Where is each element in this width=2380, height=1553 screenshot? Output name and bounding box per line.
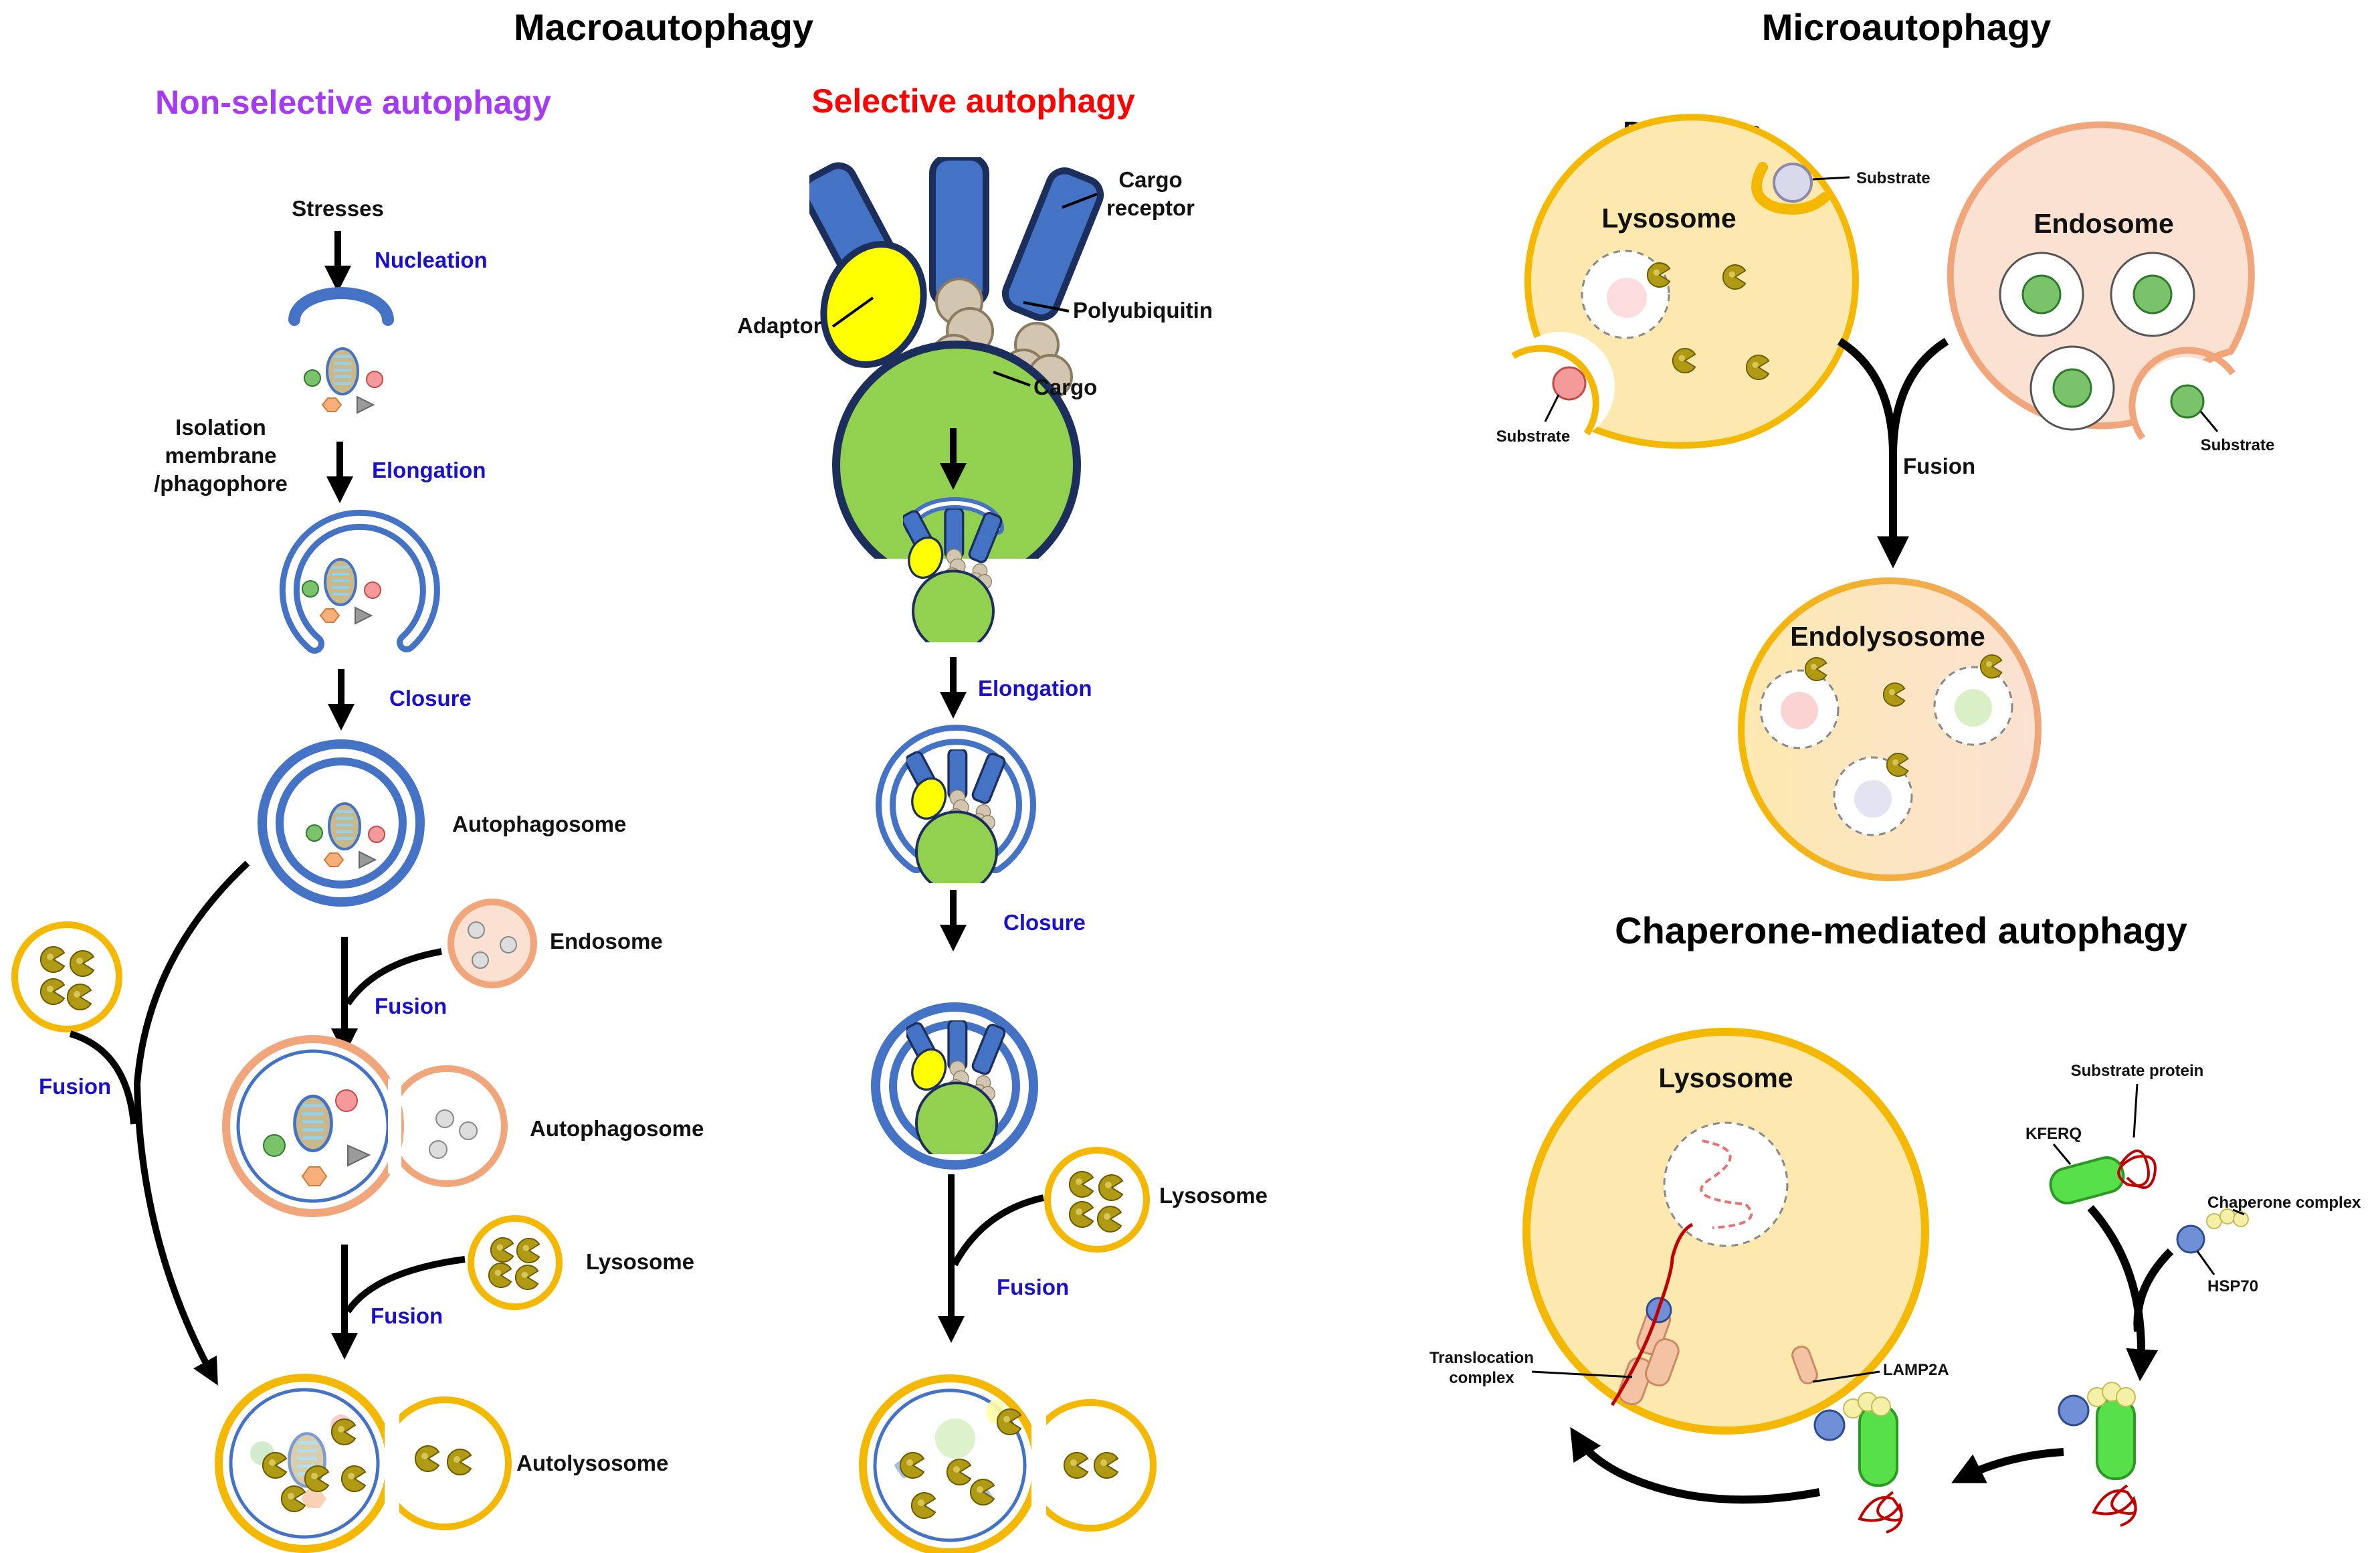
isolation-label-2: membrane [165, 443, 277, 468]
hsp70-label: HSP70 [2207, 1277, 2258, 1295]
cargo-receptor-label-1: Cargo [1118, 167, 1182, 192]
micro-fusion-label: Fusion [1903, 454, 1975, 478]
endosome-invaginated-substrate [2170, 384, 2205, 419]
selective-elongation-label: Elongation [978, 676, 1092, 701]
autolysosome-label: Autolysosome [516, 1451, 668, 1475]
autophagosome-label: Autophagosome [452, 812, 626, 836]
chaperone-binding-arrow [2087, 1205, 2159, 1382]
side-lysosome [11, 921, 122, 1032]
closure-label: Closure [389, 686, 472, 711]
cma-section: Lysosome Translocation complex LAMP2A Su… [1429, 1028, 2361, 1534]
endosome [448, 899, 537, 988]
nucleation-label: Nucleation [375, 248, 488, 272]
bound-kferq-protein [1858, 1404, 1898, 1487]
hsp70 [2176, 1224, 2205, 1254]
phagophore-membrane [288, 287, 394, 326]
amphisome-label: Autophagosome [530, 1116, 704, 1141]
chaperone-substrate-complex [2096, 1397, 2136, 1480]
lysosome-protrusion [1751, 162, 1830, 215]
micro-lysosome-label: Lysosome [1601, 203, 1736, 234]
side-fusion-label: Fusion [39, 1074, 111, 1099]
autolysosome-lysosome-part [378, 1396, 512, 1530]
macroautophagy-title: Macroautophagy [514, 6, 813, 48]
cytoplasmic-cargo [304, 349, 383, 413]
elongating-membrane [285, 515, 434, 648]
direct-fusion-arrow [133, 860, 250, 1386]
elongation-label: Elongation [372, 458, 486, 482]
chaperone-complex-label: Chaperone complex [2207, 1194, 2361, 1212]
complex-to-lamp2a-arrow [1951, 1448, 2064, 1483]
selective-elongating-membrane [882, 731, 1030, 867]
lysosome-selective [1044, 1147, 1150, 1253]
selective-title: Selective autophagy [811, 82, 1135, 120]
lamp2a-label: LAMP2A [1883, 1361, 1949, 1379]
nonselective-pathway: Stresses Nucleation Isolation membrane /… [11, 196, 704, 1553]
isolation-label-3: /phagophore [154, 471, 288, 496]
engulfed-cargo [302, 559, 381, 624]
micro-fusion-arrow [1837, 337, 1949, 542]
endosome-fusion-arrow [341, 937, 442, 1044]
lysosome-label-selective: Lysosome [1159, 1183, 1268, 1208]
degraded-substrate [1700, 1139, 1753, 1229]
micro-lysosome [1524, 114, 1859, 449]
endosome-fusion-label: Fusion [375, 994, 447, 1018]
endolysosome-label: Endolysosome [1790, 621, 1985, 652]
translocation-arrow [1570, 1427, 1821, 1504]
cma-lysosome-label: Lysosome [1658, 1063, 1793, 1093]
cargo-receptor-label-2: receptor [1106, 195, 1195, 220]
kferq-protein [2049, 1156, 2125, 1204]
lamp2a-receptor [1791, 1346, 1818, 1384]
translocation-label-1: Translocation [1429, 1349, 1534, 1367]
microautophagy-title: Microautophagy [1762, 6, 2051, 48]
polyubiquitin-label: Polyubiquitin [1073, 298, 1213, 323]
substrate-top-label: Substrate [1856, 169, 1930, 187]
microautophagy-section: Protrusion Substrate Substrate Lysosome … [1496, 114, 2275, 881]
endolysosome [1738, 577, 2042, 881]
amphisome-mitochondrion [295, 1096, 332, 1150]
lysosome-fusion-label: Fusion [371, 1303, 443, 1328]
selective-fusion-label: Fusion [997, 1275, 1069, 1299]
endosome-label: Endosome [550, 929, 663, 953]
translocating-substrate [1610, 1222, 1694, 1406]
substrate-protein [2117, 1150, 2157, 1189]
substrate-left-label: Substrate [1496, 428, 1571, 446]
adaptor-label: Adaptor [737, 313, 822, 338]
lysosome-invagination [1511, 345, 1599, 436]
selective-pathway: Cargo receptor Polyubiquitin Adaptor Car… [737, 157, 1268, 1553]
invaginated-substrate [1552, 366, 1587, 401]
protrusion-substrate [1773, 163, 1813, 203]
selective-cargo-stage2 [900, 509, 1003, 651]
kferq-label: KFERQ [2025, 1125, 2082, 1143]
selective-closure-label: Closure [1003, 910, 1086, 935]
selective-autolysosome-lysosome-part [1024, 1399, 1157, 1532]
nonselective-title: Non-selective autophagy [155, 84, 551, 121]
stresses-label: Stresses [292, 196, 384, 221]
cma-title: Chaperone-mediated autophagy [1615, 909, 2187, 951]
cargo-label: Cargo [1033, 375, 1097, 399]
substrate-protein-label: Substrate protein [2071, 1062, 2204, 1080]
substrate-right-label: Substrate [2201, 436, 2275, 454]
isolation-label-1: Isolation [175, 415, 266, 440]
lysosome-label-nonselective: Lysosome [586, 1249, 694, 1274]
lysosome-nonselective [468, 1215, 563, 1310]
translocation-label-2: complex [1449, 1369, 1514, 1387]
micro-endosome-label: Endosome [2034, 208, 2174, 239]
